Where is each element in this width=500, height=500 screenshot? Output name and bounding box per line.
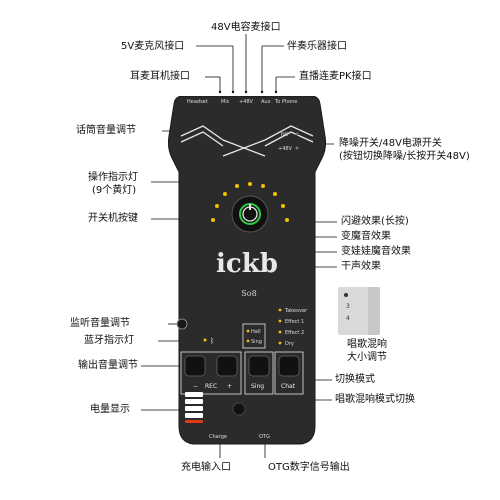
otg-port[interactable]: [232, 402, 246, 416]
charge-label: Charge: [209, 434, 227, 440]
nc-led: [295, 132, 299, 136]
bluetooth-icon: ᛒ: [210, 337, 214, 345]
effect-label-takeover: Takeover: [284, 308, 308, 314]
inset-label-4: 4: [346, 315, 350, 322]
otg-label: OTG: [259, 434, 270, 440]
sing-button-label: Sing: [251, 383, 264, 390]
rec-minus-button[interactable]: [184, 355, 206, 377]
rec-minus-label: −: [193, 383, 198, 390]
rec-plus-label: +: [227, 383, 232, 390]
effect-label-effect1: Effect 1: [285, 319, 304, 325]
label-output-volume: 输出音量调节: [78, 360, 138, 371]
port-label-mic: Mic: [221, 99, 230, 105]
chat-button[interactable]: [278, 355, 300, 377]
effect-label-effect2: Effect 2: [285, 330, 304, 336]
rec-label: REC: [205, 383, 217, 390]
label-battery: 电量显示: [90, 404, 130, 415]
label-indicator: 操作指示灯: [88, 172, 138, 183]
rec-plus-button[interactable]: [216, 355, 238, 377]
label-doll-effect: 变娃娃魔音效果: [341, 246, 411, 257]
label-headset-port: 耳麦耳机接口: [130, 71, 190, 82]
port-label-aux: Aux: [261, 99, 271, 105]
label-otg-output: OTG数字信号输出: [268, 462, 350, 473]
mode-label-sing: Sing: [251, 339, 262, 345]
model-name: So8: [241, 289, 256, 298]
label-reverb-mode: 唱歌混响模式切换: [335, 394, 415, 405]
label-pk-port: 直播连麦PK接口: [299, 71, 372, 82]
switch-label-48v: +48V: [278, 146, 293, 152]
sing-button[interactable]: [248, 355, 270, 377]
label-dry-effect: 干声效果: [341, 261, 381, 272]
label-power-key: 开关机按键: [88, 213, 138, 224]
indicator-leds: [211, 182, 289, 222]
label-magic-effect: 变魔音效果: [341, 231, 391, 242]
monitor-knob[interactable]: [176, 318, 188, 330]
x-pattern: [180, 125, 314, 157]
label-mic-volume: 话筒音量调节: [76, 125, 136, 136]
switch-label-nc: NC: [281, 132, 289, 138]
label-noise-switch: 降噪开关/48V电源开关: [339, 138, 442, 149]
label-aux-port: 伴奏乐器接口: [287, 41, 347, 52]
port-label-phone: To Phone: [274, 99, 297, 105]
label-5v-mic-port: 5V麦克风接口: [121, 41, 185, 52]
48v-led: [295, 146, 299, 150]
reverb-inset: 3 4: [338, 287, 380, 335]
mode-label-hall: Hall: [251, 329, 261, 335]
effect-label-dry: Dry: [285, 341, 294, 347]
label-monitor-volume: 监听音量调节: [70, 318, 130, 329]
port-label-48v: +48V: [239, 99, 254, 105]
power-button[interactable]: [231, 195, 269, 233]
port-label-headset: Headset: [187, 99, 208, 105]
inset-label-3: 3: [346, 303, 350, 310]
label-reverb: 唱歌混响: [347, 339, 387, 350]
battery-display: [185, 392, 203, 423]
label-bluetooth-led: 蓝牙指示灯: [84, 335, 134, 346]
label-indicator-note: (9个黄灯): [92, 185, 137, 196]
sound-card-device: Headset Mic +48V Aux To Phone NC +48V ic…: [167, 96, 327, 445]
label-48v-mic-port: 48V电容麦接口: [211, 22, 281, 33]
brand-logo: ickb: [216, 249, 278, 279]
label-switch-mode: 切换模式: [335, 374, 375, 385]
label-charge-port: 充电输入口: [181, 462, 231, 473]
label-noise-switch-note: (按钮切换降噪/长按开关48V): [339, 151, 470, 162]
label-flash-effect: 闪避效果(长按): [341, 216, 409, 227]
chat-button-label: Chat: [281, 383, 296, 390]
label-reverb-size: 大小调节: [347, 352, 387, 363]
